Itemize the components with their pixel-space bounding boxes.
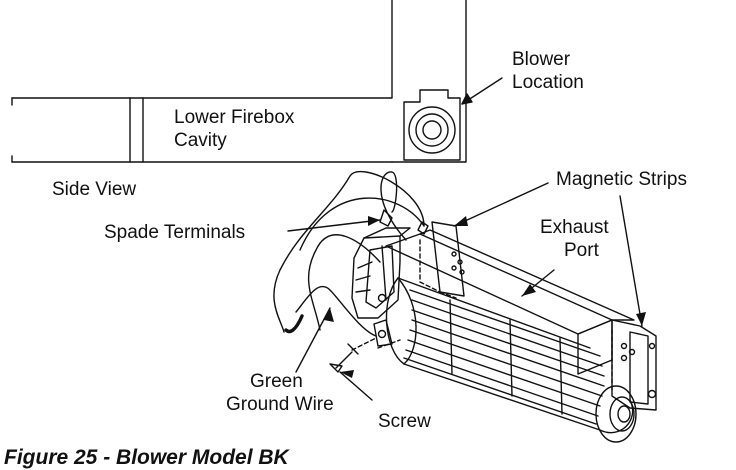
exhaust-port-line2: Port bbox=[564, 240, 599, 261]
blower-location-line2: Location bbox=[512, 72, 584, 93]
side-view-label: Side View bbox=[52, 179, 137, 200]
lower-firebox-line2: Cavity bbox=[174, 130, 227, 151]
exhaust-port-line1: Exhaust bbox=[540, 217, 609, 238]
spade-terminals-label: Spade Terminals bbox=[104, 222, 246, 243]
exhaust-port-label: Exhaust Port bbox=[540, 216, 609, 262]
green-ground-wire-line1: Green bbox=[250, 371, 303, 392]
leader-lines bbox=[287, 182, 643, 401]
blower-assembly-drawing bbox=[273, 170, 657, 443]
screw-label: Screw bbox=[378, 411, 431, 432]
lower-firebox-line1: Lower Firebox bbox=[174, 107, 295, 128]
figure-caption: Figure 25 - Blower Model BK bbox=[4, 446, 289, 469]
green-ground-wire-label: Green Ground Wire bbox=[226, 370, 334, 416]
magnetic-strips-label: Magnetic Strips bbox=[556, 169, 687, 190]
blower-location-line1: Blower bbox=[512, 49, 571, 70]
green-ground-wire-line2: Ground Wire bbox=[226, 394, 334, 415]
lower-firebox-cavity-label: Lower Firebox Cavity bbox=[174, 106, 294, 152]
blower-location-label: Blower Location bbox=[512, 48, 584, 94]
